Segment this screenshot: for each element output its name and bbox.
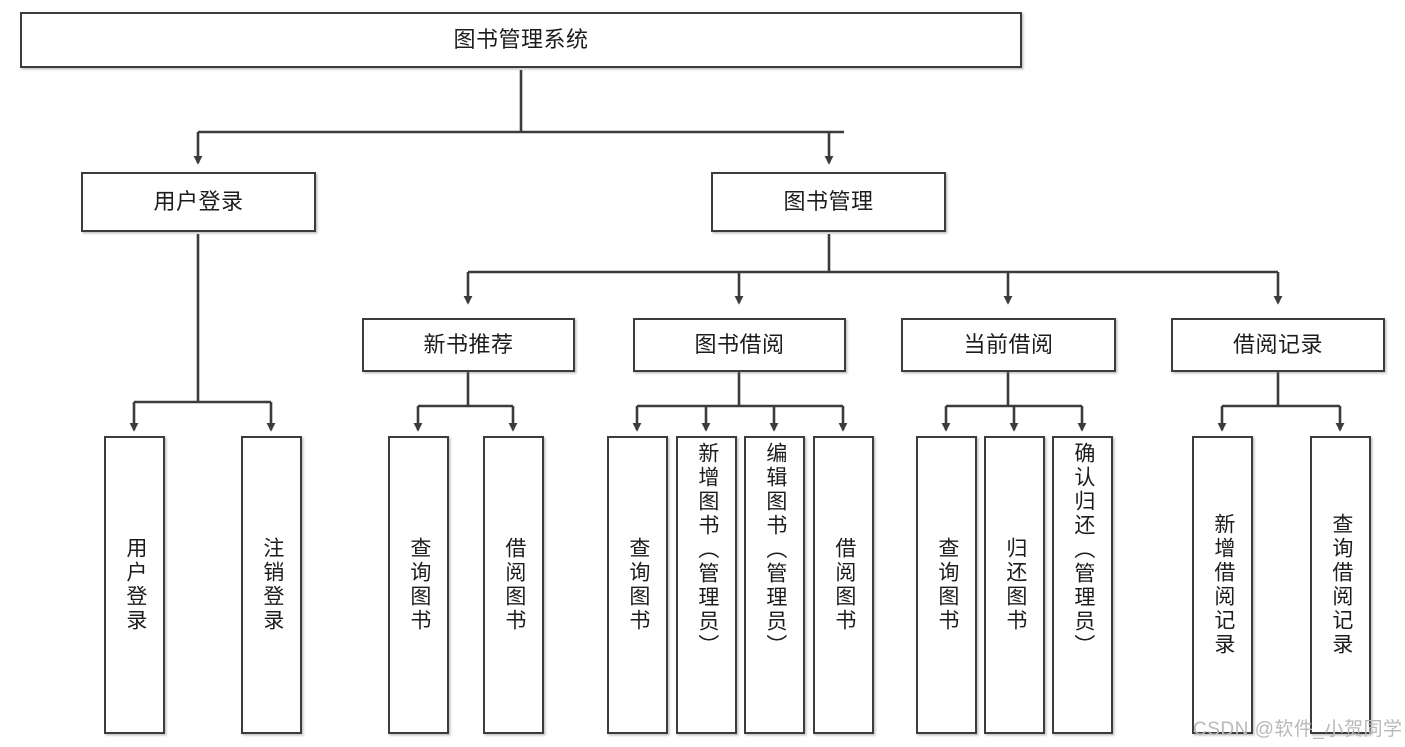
level2-to-level3-connectors xyxy=(463,234,1283,305)
node-label: 借阅记录 xyxy=(1232,332,1323,358)
node-new-book-recommend[interactable]: 新书推荐 xyxy=(362,318,575,372)
node-label: 图书管理 xyxy=(783,189,874,215)
node-label: 确认归还（管理员） xyxy=(1071,442,1095,658)
borrow-record-to-leaves-connectors xyxy=(1217,372,1345,432)
node-label: 图书管理系统 xyxy=(453,27,589,53)
node-book-management[interactable]: 图书管理 xyxy=(711,172,946,232)
user-login-to-leaves-connectors xyxy=(129,234,276,432)
leaf-borrow-book[interactable]: 借阅图书 xyxy=(813,436,874,734)
new-book-recommend-to-leaves-connectors xyxy=(413,372,518,432)
node-label: 借阅图书 xyxy=(832,537,856,633)
node-label: 图书借阅 xyxy=(694,332,785,358)
node-label: 查询图书 xyxy=(935,537,959,633)
node-label: 查询图书 xyxy=(626,537,650,633)
leaf-borrow-book-recommend[interactable]: 借阅图书 xyxy=(483,436,544,734)
leaf-return-book[interactable]: 归还图书 xyxy=(984,436,1045,734)
node-label: 用户登录 xyxy=(123,537,147,633)
node-label: 新增借阅记录 xyxy=(1211,513,1235,657)
node-label: 用户登录 xyxy=(153,189,244,215)
book-borrow-to-leaves-connectors xyxy=(632,372,848,432)
node-book-borrow[interactable]: 图书借阅 xyxy=(633,318,846,372)
node-user-login[interactable]: 用户登录 xyxy=(81,172,316,232)
root-to-level2-connectors xyxy=(193,70,844,165)
leaf-confirm-return-admin[interactable]: 确认归还（管理员） xyxy=(1052,436,1113,734)
node-label: 查询借阅记录 xyxy=(1329,513,1353,657)
current-borrow-to-leaves-connectors xyxy=(941,372,1087,432)
leaf-edit-book-admin[interactable]: 编辑图书（管理员） xyxy=(744,436,805,734)
leaf-query-borrow-record[interactable]: 查询借阅记录 xyxy=(1310,436,1371,734)
leaf-logout-login[interactable]: 注销登录 xyxy=(241,436,302,734)
node-label: 当前借阅 xyxy=(963,332,1054,358)
node-label: 注销登录 xyxy=(260,537,284,633)
node-label: 查询图书 xyxy=(407,537,431,633)
leaf-query-book-recommend[interactable]: 查询图书 xyxy=(388,436,449,734)
leaf-query-book-borrow[interactable]: 查询图书 xyxy=(607,436,668,734)
node-label: 借阅图书 xyxy=(502,537,526,633)
node-root-book-management-system[interactable]: 图书管理系统 xyxy=(20,12,1022,68)
node-borrow-record[interactable]: 借阅记录 xyxy=(1171,318,1385,372)
node-current-borrow[interactable]: 当前借阅 xyxy=(901,318,1116,372)
node-label: 归还图书 xyxy=(1003,537,1027,633)
leaf-user-login[interactable]: 用户登录 xyxy=(104,436,165,734)
node-label: 编辑图书（管理员） xyxy=(763,442,787,658)
node-label: 新增图书（管理员） xyxy=(695,442,719,658)
leaf-add-book-admin[interactable]: 新增图书（管理员） xyxy=(676,436,737,734)
leaf-query-book-current[interactable]: 查询图书 xyxy=(916,436,977,734)
leaf-add-borrow-record[interactable]: 新增借阅记录 xyxy=(1192,436,1253,734)
node-label: 新书推荐 xyxy=(423,332,514,358)
